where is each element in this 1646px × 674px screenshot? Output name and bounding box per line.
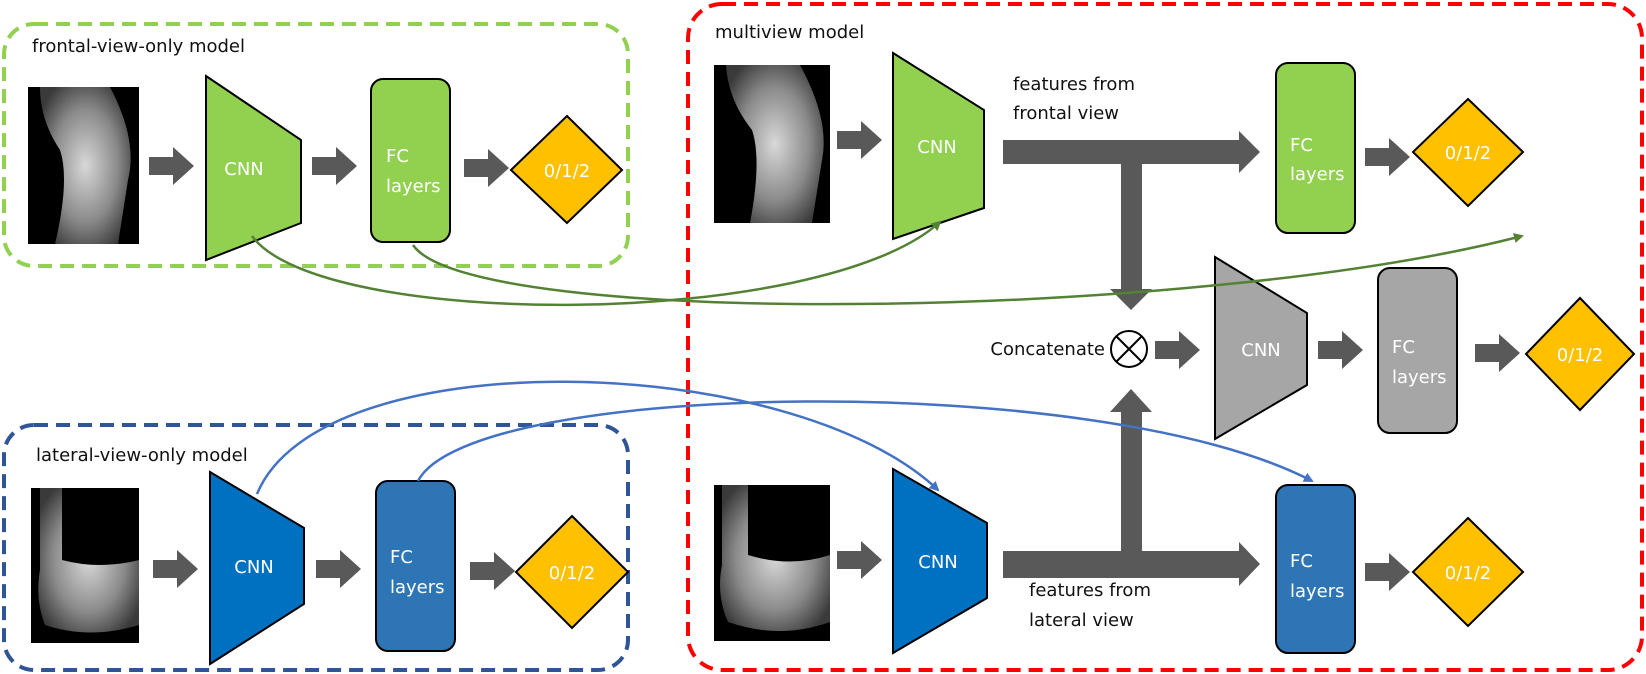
lateral-fc-layers: [375, 480, 456, 652]
frontal-cnn: [205, 74, 302, 262]
combined-output-label: 0/1/2: [1557, 345, 1604, 366]
lateral-features-label: lateral view: [1029, 610, 1134, 631]
multiview-frontal-output-label: 0/1/2: [1445, 143, 1492, 164]
lateral-output: [514, 514, 630, 630]
multiview-lateral-xray-image: [714, 485, 830, 641]
combined-output: [1524, 296, 1636, 412]
arrow-icon: [149, 147, 194, 185]
frontal-output-label: 0/1/2: [544, 161, 591, 182]
combined-fc-layers: [1377, 267, 1458, 434]
frontal-fc-label: FC: [386, 146, 409, 167]
multiview-lateral-output-label: 0/1/2: [1445, 563, 1492, 584]
arrow-icon: [153, 550, 198, 588]
lateral-fc-transfer-link: [416, 400, 1314, 483]
multiview-frontal-fc-label: layers: [1290, 164, 1345, 185]
lateral-fc-label: layers: [390, 577, 445, 598]
lateral-features-arrow: [1003, 542, 1260, 586]
frontal-xray-image: [28, 87, 139, 244]
frontal-features-label: features from: [1013, 74, 1135, 95]
multiview-lateral-fc-layers: [1275, 484, 1356, 654]
multiview-lateral-fc-label: FC: [1290, 551, 1313, 572]
multiview-frontal-cnn: [892, 51, 985, 241]
arrow-icon: [1475, 334, 1520, 372]
frontal-fc-layers: [370, 78, 451, 243]
concatenate-icon: [1110, 330, 1148, 368]
frontal-features-arrow: [1003, 131, 1260, 173]
frontal-model-title: frontal-view-only model: [32, 36, 245, 57]
lateral-to-concat-arrow: [1110, 389, 1152, 557]
multiview-frontal-xray-image: [714, 65, 830, 223]
lateral-features-label: features from: [1029, 580, 1151, 601]
combined-fc-label: layers: [1392, 367, 1447, 388]
multiview-frontal-cnn-label: CNN: [917, 137, 957, 158]
frontal-model-container: [2, 22, 630, 268]
arrow-icon: [837, 121, 882, 159]
lateral-cnn-label: CNN: [234, 557, 274, 578]
multiview-lateral-cnn-label: CNN: [918, 552, 958, 573]
lateral-model-container: [2, 423, 630, 672]
combined-fc-label: FC: [1392, 337, 1415, 358]
arrow-icon: [464, 149, 509, 187]
frontal-fc-label: layers: [386, 176, 441, 197]
arrow-icon: [312, 147, 357, 185]
arrow-icon: [1365, 138, 1410, 176]
arrow-icon: [470, 552, 515, 590]
arrow-icon: [1155, 331, 1200, 369]
multiview-model-container: [686, 2, 1644, 672]
frontal-cnn-label: CNN: [224, 159, 264, 180]
frontal-to-concat-arrow: [1110, 158, 1152, 310]
arrow-icon: [1318, 331, 1363, 369]
lateral-fc-label: FC: [390, 547, 413, 568]
combined-cnn-label: CNN: [1241, 340, 1281, 361]
combined-cnn: [1214, 255, 1308, 441]
lateral-cnn-transfer-link: [255, 380, 940, 495]
frontal-features-label: frontal view: [1013, 103, 1119, 124]
multiview-lateral-cnn: [892, 467, 988, 655]
multiview-lateral-output: [1411, 516, 1525, 628]
arrow-icon: [316, 550, 361, 588]
lateral-model-title: lateral-view-only model: [36, 445, 248, 466]
multiview-frontal-output: [1411, 97, 1525, 208]
lateral-xray-image: [31, 488, 140, 643]
frontal-cnn-transfer-link: [250, 220, 942, 306]
multiview-frontal-fc-layers: [1275, 62, 1356, 234]
arrow-icon: [837, 541, 882, 579]
frontal-fc-transfer-link: [411, 233, 1524, 306]
multiview-frontal-fc-label: FC: [1290, 135, 1313, 156]
concatenate-label: Concatenate: [990, 339, 1105, 360]
multiview-model-title: multiview model: [715, 22, 864, 43]
frontal-output: [509, 114, 624, 225]
lateral-cnn: [209, 470, 305, 666]
arrow-icon: [1365, 553, 1410, 591]
lateral-output-label: 0/1/2: [549, 563, 596, 584]
multiview-lateral-fc-label: layers: [1290, 581, 1345, 602]
